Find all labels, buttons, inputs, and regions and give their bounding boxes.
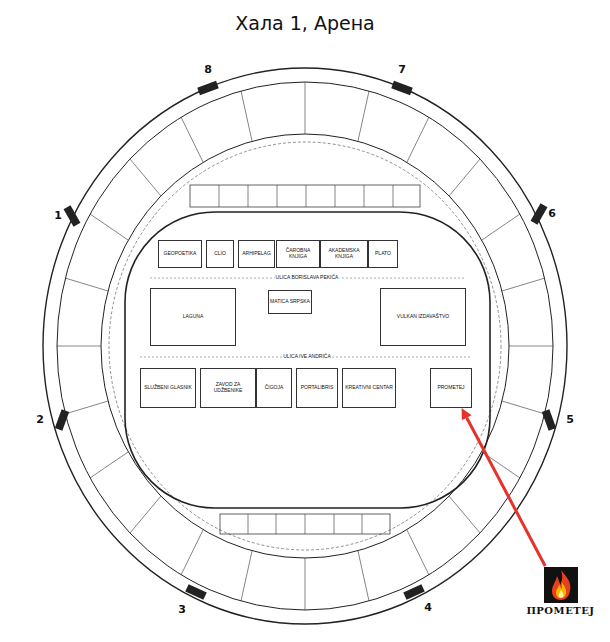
entrance-number: 6 [547,208,557,220]
booth-name: PORTALIBRIS [301,385,334,391]
booth-name: SLUŽBENI GLASNIK [144,385,192,391]
booth-box: ČIGOJA [256,368,292,408]
entrance-number: 4 [423,602,433,614]
booth-name: CLIO [214,251,226,257]
aisle-name: ULICA BORISLAVA PEKIĆA [275,275,340,281]
entrance-number: 7 [397,64,407,76]
booth-box: LAGUNA [150,288,236,346]
aisle-name: ULICA IVE ANDRIĆA [282,354,332,360]
booth-name: PLATO [375,251,391,257]
entrance-number: 5 [565,414,575,426]
callout-arrow [462,408,546,566]
booth-box: PROMETEJ [430,368,472,408]
booth-name: ZAVOD ZA UDŽBENIKE [202,382,254,394]
entrance-number: 8 [203,64,213,76]
booth-box: ARHIPELAG [238,240,275,268]
booth-box: PLATO [368,240,398,268]
booth-box: ZAVOD ZA UDŽBENIKE [200,368,256,408]
booth-name: ČIGOJA [265,385,284,391]
booth-box: CLIO [206,240,234,268]
booth-name: MATICA SRPSKA [270,299,310,305]
logo-text: ПРОМЕТЕЈ [526,605,594,617]
booth-box: SLUŽBENI GLASNIK [140,368,196,408]
booth-name: GEOPOETIKA [164,251,197,257]
booth-box: MATICA SRPSKA [268,290,312,314]
booth-box: GEOPOETIKA [158,240,202,268]
page-title: Хала 1, Арена [0,12,610,34]
booth-name: AKADEMSKA KNJIGA [322,248,366,260]
booth-box: AKADEMSKA KNJIGA [320,240,368,268]
booth-box: KREATIVNI CENTAR [342,368,396,408]
booth-name: ARHIPELAG [242,251,271,257]
arrow-head [462,408,472,420]
flame-icon [544,567,578,603]
booth-name: KREATIVNI CENTAR [345,385,393,391]
entrance-number: 2 [35,414,45,426]
entrance-number: 1 [53,210,63,222]
booth-box: VULKAN IZDAVAŠTVO [380,288,466,346]
entrance-number: 3 [177,604,187,616]
publisher-logo: ПРОМЕТЕЈ [522,566,599,624]
booth-box: PORTALIBRIS [296,368,338,408]
arrow-line [467,418,545,566]
booth-name: VULKAN IZDAVAŠTVO [397,314,449,320]
booth-name: ČAROBNA KNJIGA [278,248,318,260]
booth-name: PROMETEJ [437,385,464,391]
booth-name: LAGUNA [183,314,204,320]
booth-box: ČAROBNA KNJIGA [276,240,320,268]
